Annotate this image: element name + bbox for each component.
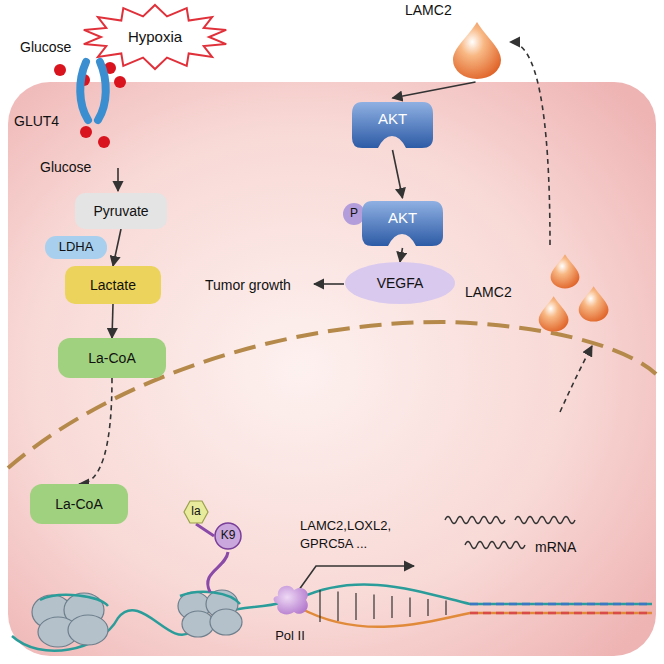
node-shape <box>272 584 310 616</box>
node-label: K9 <box>221 529 236 543</box>
text-label: Glucose <box>20 39 71 55</box>
node-shape <box>447 20 507 80</box>
node-label: Lactate <box>90 277 136 293</box>
diagram-node: Lactate <box>65 266 161 304</box>
node-label: la <box>191 505 200 519</box>
diagram-node: AKT <box>350 98 435 150</box>
node-label: VEGFA <box>377 275 424 291</box>
text-label: LAMC2,LOXL2, GPRC5A ... <box>300 518 391 551</box>
glucose-dots <box>54 62 126 148</box>
connector-arrow <box>510 42 550 245</box>
node-label: Pyruvate <box>93 203 148 219</box>
text-label: mRNA <box>535 539 576 555</box>
dna-bottom-dashed <box>470 612 652 615</box>
text-label: GLUT4 <box>14 113 59 129</box>
node-label: P <box>350 207 358 221</box>
diagram-node: La-CoA <box>30 484 128 524</box>
node-label: AKT <box>388 209 417 226</box>
node-label: LAMC2 <box>405 2 452 18</box>
node-label: Hypoxia <box>128 28 182 45</box>
text-label: Tumor growth <box>205 277 291 293</box>
dna-top <box>300 584 652 604</box>
label-holder: Glucose <box>20 38 71 56</box>
diagram-node: Pol II <box>258 582 322 644</box>
connector-arrow <box>79 378 112 484</box>
label-holder: Glucose <box>40 158 91 176</box>
diagram-node: VEGFA <box>345 262 455 304</box>
diagram-node: LAMC2 <box>465 245 615 340</box>
connector-arrow <box>113 229 121 266</box>
label-holder: LAMC2,LOXL2, GPRC5A ... <box>300 516 410 552</box>
glucose-arrow <box>117 168 119 191</box>
connector-arrow <box>393 82 476 98</box>
diagram-node: K9 <box>214 522 242 550</box>
node-label: LDHA <box>59 240 94 255</box>
glut4-transporter <box>80 62 106 120</box>
connector-arrow <box>112 304 113 338</box>
node-label: La-CoA <box>88 350 135 366</box>
text-label: Glucose <box>40 159 91 175</box>
nucleosome <box>32 590 242 647</box>
diagram-node: La-CoA <box>58 338 166 378</box>
node-label: AKT <box>378 110 407 127</box>
diagram-node: Hypoxia <box>80 3 230 71</box>
connector-arrow <box>196 524 214 536</box>
node-label: LAMC2 <box>465 284 512 300</box>
node-label: Pol II <box>275 629 305 644</box>
diagram-node: P <box>343 203 365 225</box>
dna-bottom <box>300 608 652 627</box>
label-holder: Tumor growth <box>205 276 291 294</box>
diagram-node: la <box>183 500 209 524</box>
diagram-node: Pyruvate <box>75 193 167 229</box>
connector-arrow <box>400 248 403 262</box>
export-arrow <box>560 346 592 412</box>
nuclear-envelope <box>8 322 656 468</box>
label-holder: mRNA <box>535 538 576 556</box>
base-pairs <box>320 590 446 622</box>
diagram-node: LDHA <box>45 236 107 259</box>
node-shape <box>529 245 615 340</box>
dna-top-dashed <box>470 603 652 606</box>
connector-arrow <box>393 150 403 198</box>
label-holder: GLUT4 <box>14 112 59 130</box>
transcription-arrow <box>296 566 414 594</box>
histone-tail <box>208 552 228 592</box>
cell-body <box>8 82 656 656</box>
node-label: La-CoA <box>55 496 102 512</box>
diagram-node: LAMC2 <box>405 2 510 82</box>
diagram-node: AKT <box>360 198 445 248</box>
growth-arrow <box>314 283 344 285</box>
